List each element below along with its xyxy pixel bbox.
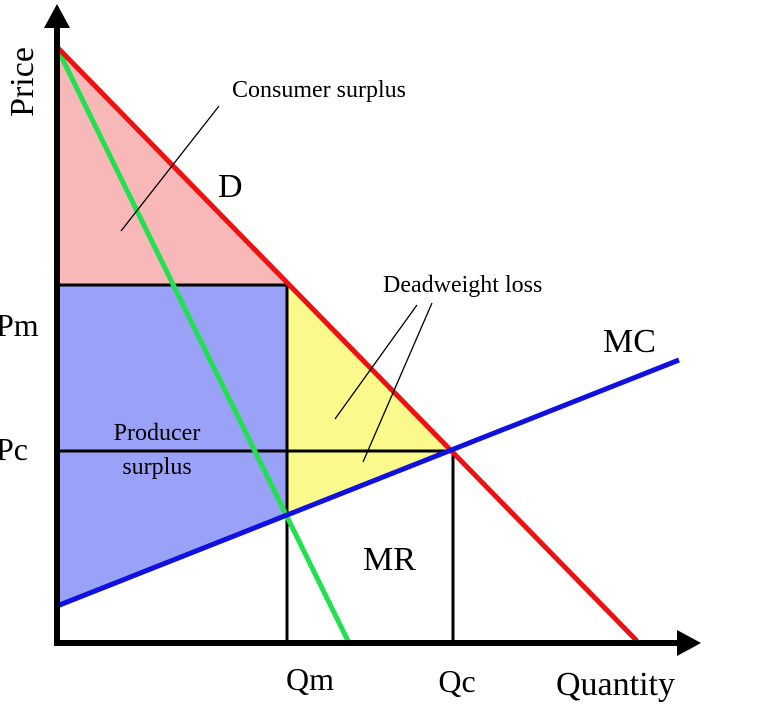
marginal-revenue-label: MR (363, 541, 416, 578)
deadweight-loss-pointer (334, 304, 418, 420)
consumer-surplus-label: Consumer surplus (232, 77, 406, 103)
deadweight-loss-label: Deadweight loss (383, 272, 542, 298)
x-axis-arrow-icon (677, 630, 701, 656)
demand-label: D (218, 168, 243, 205)
producer-surplus-label-line1: Producer (114, 420, 201, 446)
consumer-surplus-pointer (120, 105, 220, 232)
deadweight-loss-pointer (362, 302, 433, 463)
pc-label: Pc (0, 431, 28, 467)
y-axis-arrow-icon (44, 4, 70, 28)
qm-label: Qm (286, 661, 334, 697)
x-axis-label: Quantity (556, 666, 675, 703)
pm-label: Pm (0, 307, 39, 343)
producer-surplus-region (57, 285, 287, 606)
producer-surplus-label-line2: surplus (122, 454, 191, 480)
y-axis-label: Price (4, 47, 41, 117)
marginal-cost-label: MC (603, 323, 656, 360)
demand-curve (55, 45, 639, 643)
marginal-revenue-curve (56, 50, 351, 643)
qc-label: Qc (438, 663, 475, 699)
marginal-cost-curve (56, 357, 680, 609)
deadweight-loss-region (287, 285, 453, 515)
